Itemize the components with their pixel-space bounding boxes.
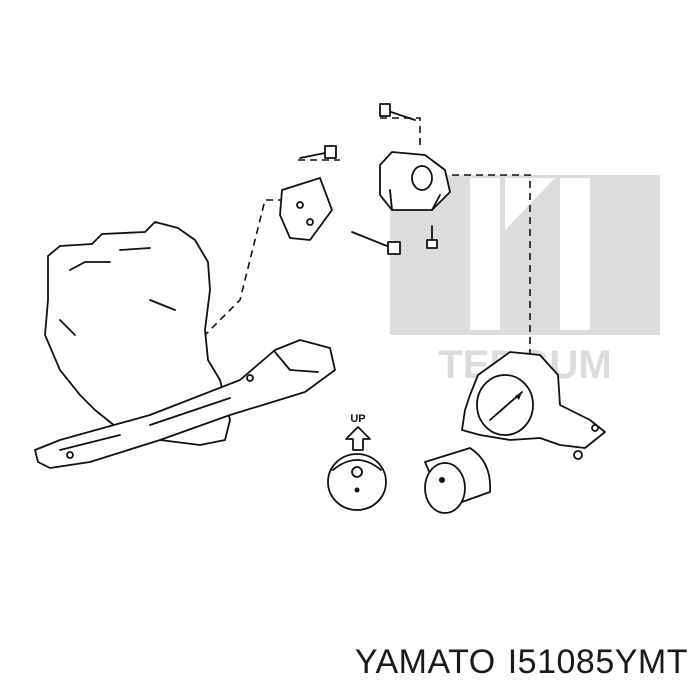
main-engine-mount	[461, 351, 606, 460]
small-screw	[426, 225, 438, 249]
leader-line-mount	[440, 174, 531, 355]
brand-name: YAMATO	[354, 643, 496, 681]
mount-bracket	[279, 177, 333, 241]
upper-bolt	[379, 103, 416, 121]
cylinder-bushing	[424, 447, 492, 514]
part-caption: YAMATO I51085YMT	[355, 643, 688, 682]
subframe	[34, 339, 336, 469]
up-arrow-icon	[345, 426, 371, 451]
leader-line-bracket	[204, 199, 285, 336]
side-bolt	[299, 145, 337, 159]
up-label: UP	[350, 413, 365, 425]
engine-block	[44, 221, 231, 446]
upper-mount	[379, 151, 451, 211]
watermark-logo: TEDGUM	[390, 175, 660, 387]
part-number: I51085YMT	[507, 643, 688, 681]
round-bushing	[327, 453, 387, 511]
through-bolt	[351, 231, 401, 255]
